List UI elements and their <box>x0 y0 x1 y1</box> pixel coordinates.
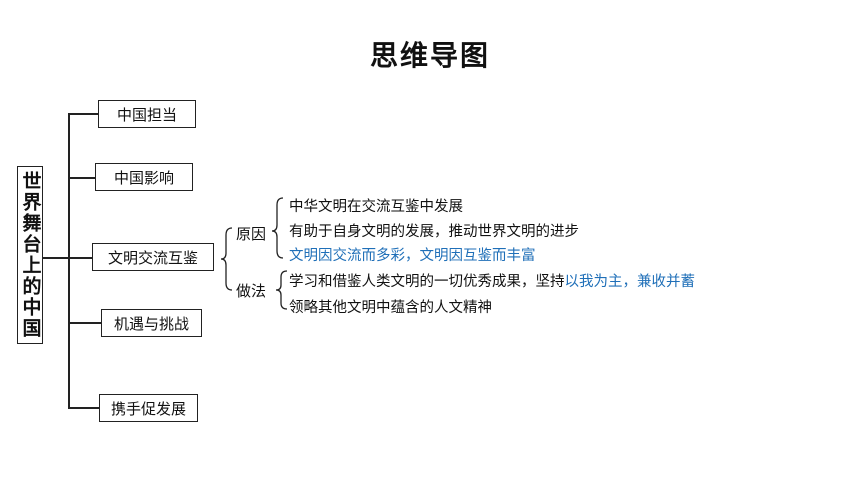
branch-label: 文明交流互鉴 <box>107 248 198 267</box>
page-title: 思维导图 <box>369 39 490 72</box>
method-item-1-highlight: 以我为主，兼收并蓄 <box>564 274 696 290</box>
method-item-1: 学习和借鉴人类文明的一切优秀成果，坚持以我为主，兼收并蓄 <box>289 270 695 291</box>
brace-method <box>275 270 288 310</box>
reason-item-1: 中华文明在交流互鉴中发展 <box>289 199 463 215</box>
branch-label: 中国影响 <box>113 168 174 187</box>
branch-connector-5 <box>68 407 99 409</box>
trunk-line <box>68 113 70 408</box>
brace-reason <box>271 197 284 259</box>
method-item-1-text: 学习和借鉴人类文明的一切优秀成果，坚持 <box>289 274 565 290</box>
root-connector <box>43 257 69 259</box>
branch-label: 携手促发展 <box>110 399 186 418</box>
branch-connector-3 <box>68 257 92 259</box>
reason-item-3: 文明因交流而多彩，文明因互鉴而丰富 <box>289 248 536 264</box>
sub-label-reason: 原因 <box>236 225 267 243</box>
branch-node-civilization-exchange: 文明交流互鉴 <box>92 243 214 271</box>
branch-node-china-influence: 中国影响 <box>95 163 193 191</box>
branch-connector-2 <box>68 177 95 179</box>
branch-connector-1 <box>68 113 98 115</box>
root-label: 世界舞台上的中国 <box>19 171 42 339</box>
reason-item-2: 有助于自身文明的发展，推动世界文明的进步 <box>289 224 579 240</box>
branch-label: 中国担当 <box>116 105 177 124</box>
brace-main <box>220 227 233 291</box>
method-item-2: 领略其他文明中蕴含的人文精神 <box>289 300 492 316</box>
sub-label-method: 做法 <box>236 282 267 300</box>
branch-node-opportunity-challenge: 机遇与挑战 <box>101 309 202 337</box>
root-node: 世界舞台上的中国 <box>17 166 43 344</box>
branch-node-cooperate-develop: 携手促发展 <box>99 394 198 422</box>
branch-label: 机遇与挑战 <box>113 314 189 333</box>
branch-node-china-responsibility: 中国担当 <box>98 100 196 128</box>
branch-connector-4 <box>68 322 101 324</box>
